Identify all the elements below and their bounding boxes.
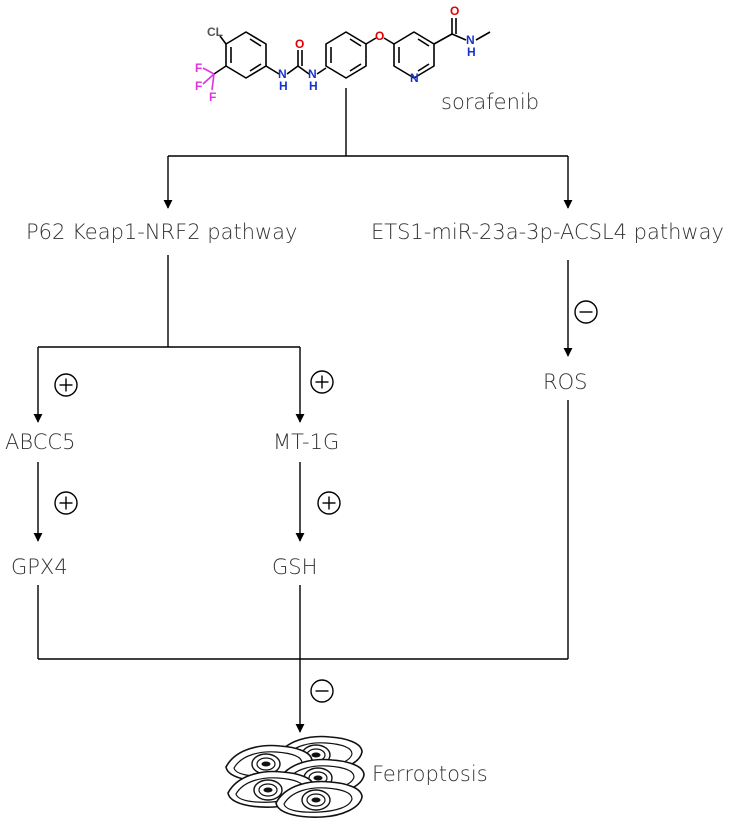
fluorine-atom-label: F	[209, 90, 217, 104]
pyridine-nitrogen-label: N	[410, 71, 419, 85]
sorafenib-structure	[202, 18, 491, 91]
plus-sign-icon	[317, 491, 341, 515]
minus-sign-icon	[574, 300, 598, 324]
fluorine-atom-label: F	[195, 79, 203, 93]
node-p62-pathway: P62 Keap1-NRF2 pathway	[26, 220, 298, 244]
node-gpx4: GPX4	[11, 555, 68, 579]
node-ros: ROS	[543, 370, 588, 394]
node-ferroptosis: Ferroptosis	[372, 762, 488, 786]
chlorine-atom-label: CL	[207, 25, 223, 39]
plus-sign-icon	[310, 370, 334, 394]
oxygen-atom-label: O	[450, 4, 460, 18]
minus-sign-icon	[310, 679, 334, 703]
oxygen-atom-label: O	[375, 29, 385, 43]
sorafenib-label: sorafenib	[441, 90, 540, 114]
oxygen-atom-label: O	[295, 37, 305, 51]
plus-sign-icon	[54, 491, 78, 515]
node-ets1-pathway: ETS1-miR-23a-3p-ACSL4 pathway	[371, 220, 724, 244]
fluorine-atom-label: F	[195, 61, 203, 75]
node-mt1g: MT-1G	[273, 430, 340, 454]
node-abcc5: ABCC5	[5, 430, 76, 454]
node-gsh: GSH	[272, 555, 318, 579]
plus-sign-icon	[54, 373, 78, 397]
